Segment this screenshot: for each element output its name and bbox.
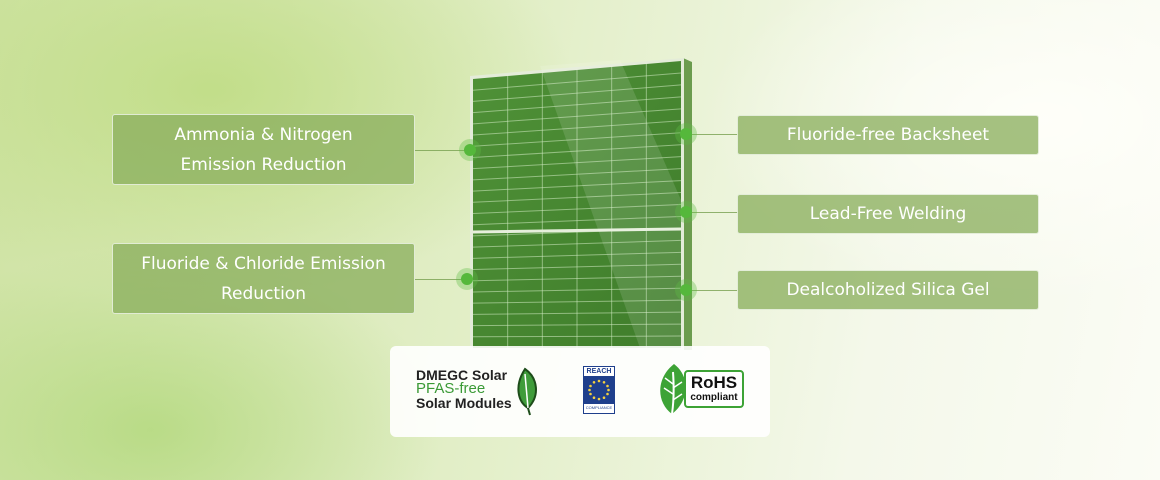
rohs-subtitle: compliant [690, 392, 738, 403]
cell-row-line [472, 84, 682, 102]
cell-row-line [472, 311, 682, 315]
rohs-leaf-icon [660, 364, 686, 415]
cell-row-line [472, 180, 682, 192]
marker-dot [680, 128, 692, 140]
cell-row-line [472, 323, 682, 327]
cell-row-line [472, 192, 682, 203]
connector-left-bottom [415, 279, 467, 280]
brand-line-1: DMEGC Solar [416, 367, 508, 383]
cell-row-line [472, 132, 682, 147]
connector-right-2 [686, 212, 738, 213]
cell-row-line [472, 204, 682, 214]
cell-row-line [472, 108, 682, 125]
cell-row-line [472, 120, 682, 136]
certification-box: DMEGC Solar PFAS-free Solar Modules REAC… [390, 346, 770, 437]
marker-dot [680, 284, 692, 296]
connector-right-3 [686, 290, 738, 291]
cell-row-line [472, 335, 682, 338]
cell-row-line [472, 144, 682, 158]
cell-row-line [472, 96, 682, 114]
cell-row-line [472, 251, 682, 259]
feature-label-ammonia-nitrogen: Ammonia & Nitrogen Emission Reduction [112, 114, 415, 185]
eu-stars-icon [584, 376, 614, 404]
connector-right-1 [686, 134, 738, 135]
cell-row-line [472, 168, 682, 181]
brand-logo-text: DMEGC Solar PFAS-free Solar Modules [416, 368, 512, 410]
brand-line-2: PFAS-free [416, 380, 486, 397]
feature-label-lead-free-welding: Lead-Free Welding [737, 194, 1039, 234]
reach-label: REACH [586, 368, 612, 375]
cell-row-line [472, 275, 682, 282]
feature-label-fluoride-free-backsheet: Fluoride-free Backsheet [737, 115, 1039, 155]
cell-row-line [472, 72, 682, 91]
reach-sublabel: COMPLIANCE [585, 405, 613, 410]
reach-compliance-badge: REACH COMPLIANCE [583, 366, 615, 414]
cell-row-line [472, 263, 682, 271]
cell-row-line [472, 299, 682, 304]
marker-dot [680, 206, 692, 218]
marker-dot [464, 144, 476, 156]
feature-label-dealcoholized-silica-gel: Dealcoholized Silica Gel [737, 270, 1039, 310]
brand-line-3: Solar Modules [416, 395, 512, 411]
cell-row-line [472, 287, 682, 293]
cell-row-line [472, 215, 682, 226]
marker-dot [461, 273, 473, 285]
leaf-icon [517, 367, 537, 416]
rohs-badge: RoHS compliant [684, 370, 744, 408]
feature-label-fluoride-chloride: Fluoride & Chloride Emission Reduction [112, 243, 415, 314]
cell-row-line [472, 239, 682, 248]
rohs-title: RoHS [690, 373, 738, 392]
connector-left-top [415, 150, 470, 151]
cell-row-line [472, 156, 682, 170]
